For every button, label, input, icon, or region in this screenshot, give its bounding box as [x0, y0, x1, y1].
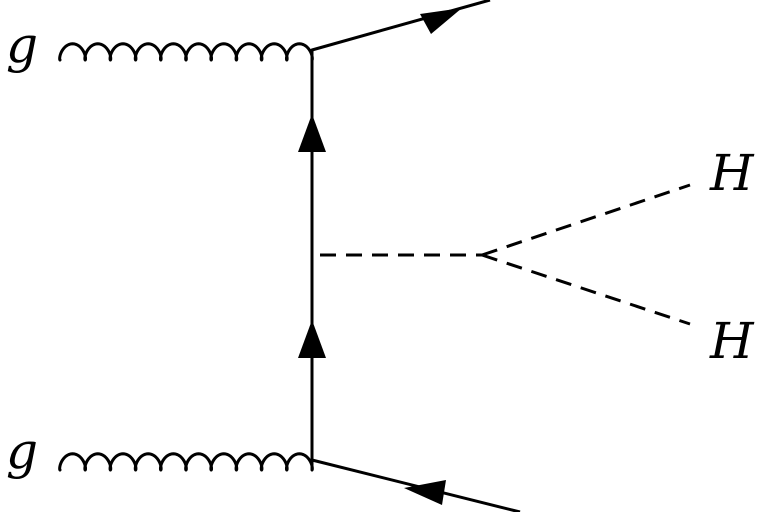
- label-higgs-upper: H: [709, 144, 755, 202]
- arrow-fermion-top: [420, 8, 462, 34]
- gluon-line-top: [58, 42, 314, 62]
- fermion-line-top: [311, 0, 491, 52]
- higgs-line-lower: [481, 253, 691, 326]
- arrow-propagator-lower: [298, 320, 326, 358]
- higgs-line-upper: [481, 183, 691, 257]
- label-higgs-lower: H: [709, 312, 755, 370]
- label-gluon-bottom: g: [6, 422, 38, 480]
- label-gluon-top: g: [6, 16, 38, 74]
- arrow-propagator-upper: [298, 114, 326, 152]
- gluon-line-bottom: [58, 452, 314, 472]
- arrow-fermion-bottom: [404, 480, 446, 505]
